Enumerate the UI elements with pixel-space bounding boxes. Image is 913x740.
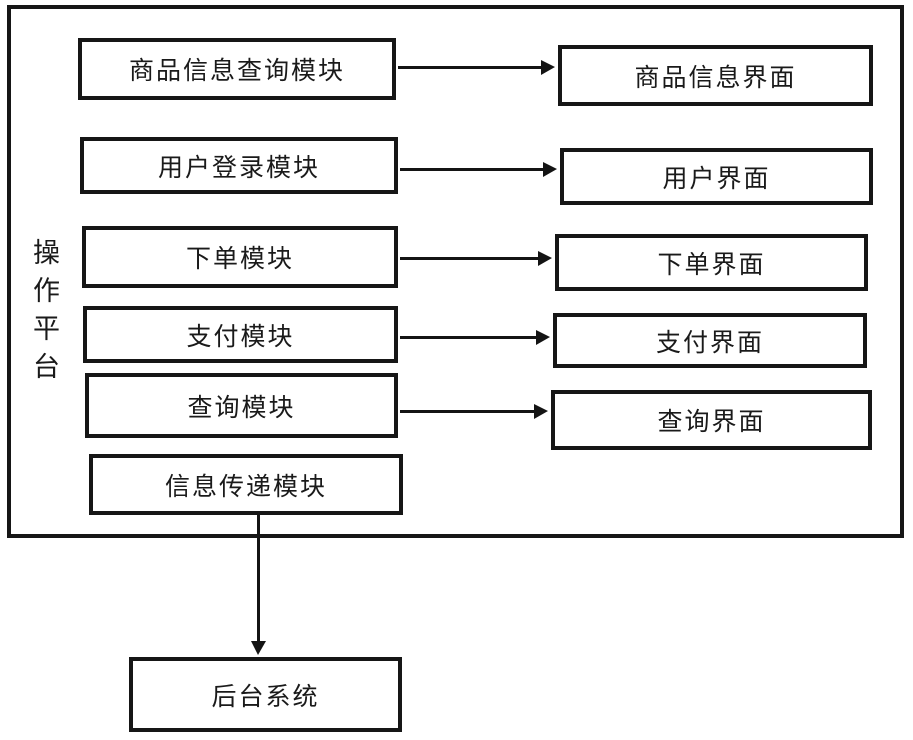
arrow-payment-to-interface — [400, 330, 550, 345]
module-box-query: 查询模块 — [85, 373, 398, 438]
arrow-info-transfer-to-backend — [251, 515, 266, 655]
module-box-product-info-query: 商品信息查询模块 — [78, 38, 396, 100]
platform-frame — [7, 5, 904, 538]
interface-box-order: 下单界面 — [555, 234, 868, 291]
arrow-product-info-query-to-interface — [398, 60, 555, 75]
module-box-user-login: 用户登录模块 — [80, 137, 398, 194]
arrow-user-login-to-interface — [400, 162, 557, 177]
arrow-query-to-interface — [400, 404, 548, 419]
module-box-info-transfer: 信息传递模块 — [89, 454, 403, 515]
module-box-payment: 支付模块 — [83, 306, 398, 363]
interface-box-query: 查询界面 — [551, 390, 872, 450]
module-box-order: 下单模块 — [82, 226, 398, 288]
backend-system-box: 后台系统 — [129, 657, 402, 732]
platform-label: 操作平台 — [29, 238, 59, 390]
interface-box-product-info: 商品信息界面 — [558, 45, 873, 106]
interface-box-user: 用户界面 — [560, 148, 873, 205]
interface-box-payment: 支付界面 — [553, 313, 867, 368]
arrow-order-to-interface — [400, 251, 552, 266]
